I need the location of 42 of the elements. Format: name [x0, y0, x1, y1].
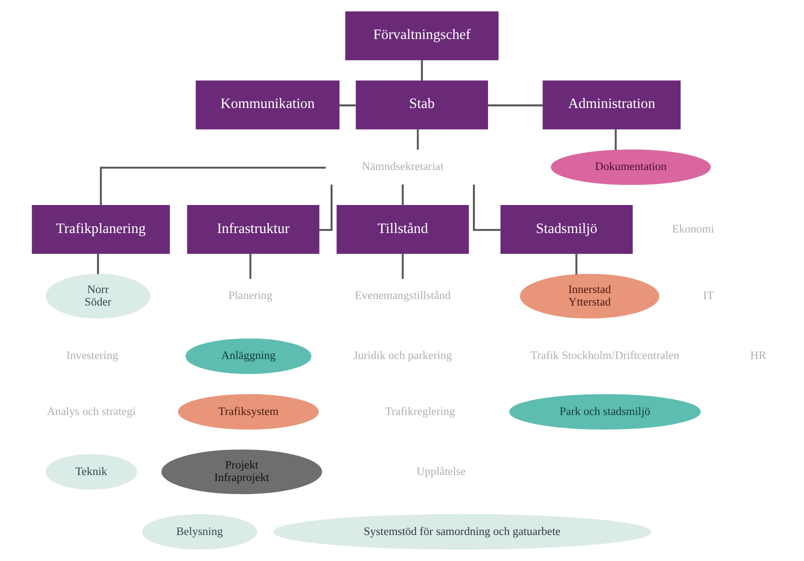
node-ellipse: Teknik	[45, 454, 136, 490]
connector	[420, 60, 422, 81]
node-ellipse: Park och stadsmiljö	[508, 394, 700, 430]
node-box: Tillstånd	[336, 205, 468, 254]
node-box: Förvaltningschef	[344, 11, 498, 60]
node-ellipse: Systemstöd för samordning och gatuarbete	[272, 514, 651, 550]
connector	[99, 166, 326, 206]
label: Trafikreglering	[384, 406, 454, 418]
connector	[574, 254, 577, 275]
node-ellipse: Anläggning	[185, 338, 311, 374]
label: Investering	[66, 350, 118, 362]
node-text: Planering	[228, 290, 272, 302]
node-ellipse: Innerstad Ytterstad	[519, 274, 659, 318]
label: HR	[750, 350, 766, 362]
connector	[416, 129, 418, 150]
connector	[487, 104, 543, 106]
label: IT	[702, 290, 714, 302]
node-text: Nämndsekretariat	[361, 161, 444, 174]
label: Upplåtelse	[416, 466, 466, 478]
connector	[472, 184, 500, 231]
connector	[401, 184, 404, 206]
connector	[338, 104, 356, 106]
label: Ekonomi	[672, 223, 714, 236]
node-box: Administration	[542, 80, 680, 130]
node-ellipse: Dokumentation	[550, 149, 710, 185]
node-box: Trafikplanering	[31, 205, 170, 254]
connector	[248, 254, 251, 279]
node-box: Stab	[355, 80, 488, 130]
label: Trafik Stockholm/Driftcentralen	[530, 350, 679, 362]
connector	[614, 129, 616, 150]
node-box: Infrastruktur	[186, 205, 319, 254]
connector	[401, 254, 404, 279]
node-ellipse: Projekt Infraprojekt	[160, 450, 322, 494]
label: Juridik och parkering	[353, 350, 452, 362]
node-ellipse: Norr Söder	[45, 274, 150, 318]
node-ellipse: Belysning	[142, 514, 256, 550]
label: Analys och strategi	[46, 406, 136, 418]
connector	[96, 254, 98, 274]
node-text: Evenemangstillstånd	[354, 290, 450, 302]
node-ellipse: Trafiksystem	[178, 394, 318, 430]
node-box: Stadsmiljö	[500, 205, 632, 254]
node-box: Kommunikation	[195, 80, 339, 130]
